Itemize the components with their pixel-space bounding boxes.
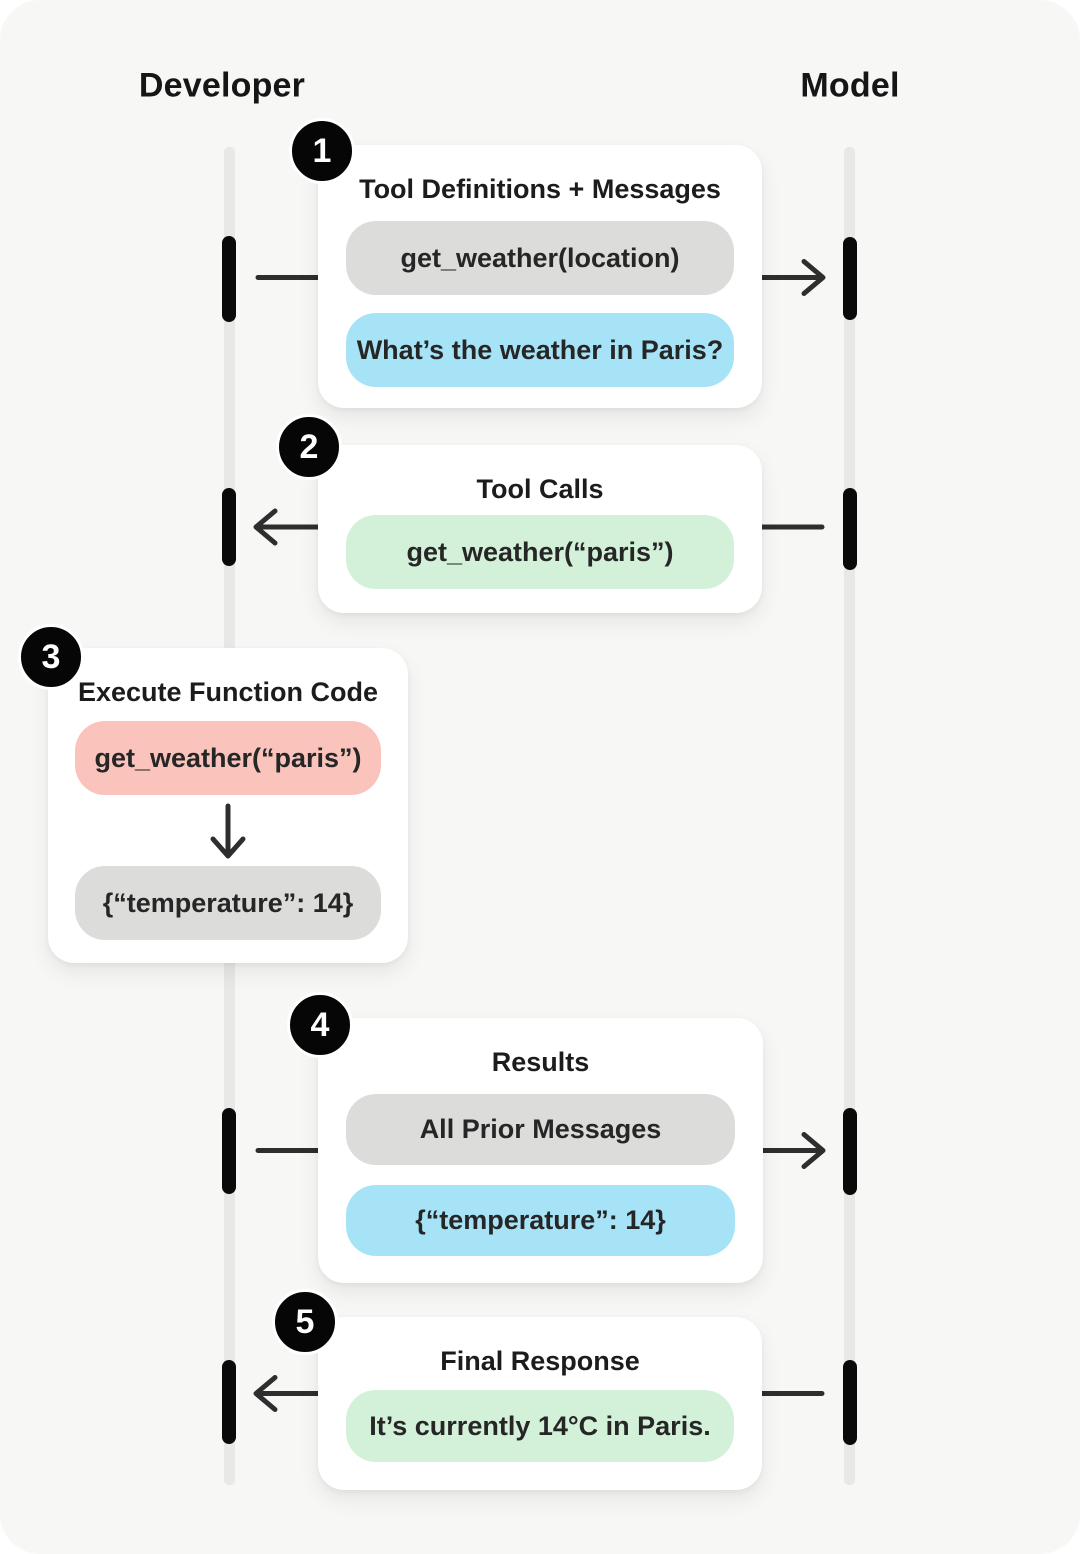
developer-activation-bar-step1 [222,236,236,322]
step-card-tool-definitions: Tool Definitions + Messages get_weather(… [318,145,762,408]
step-title: Execute Function Code [77,677,379,707]
function-execution-pill: get_weather(“paris”) [75,721,381,795]
step-title: Tool Calls [476,474,604,504]
user-message-pill: What’s the weather in Paris? [346,313,734,387]
lane-label-model: Model [800,66,900,105]
step-number-badge-5: 5 [272,1289,338,1355]
step-card-execute-function: Execute Function Code get_weather(“paris… [48,648,408,963]
developer-activation-bar-step5 [222,1360,236,1444]
model-activation-bar-step1 [843,237,857,320]
step-card-final-response: Final Response It’s currently 14°C in Pa… [318,1317,762,1490]
step-number-badge-3: 3 [18,624,84,690]
model-lifeline [844,147,855,1485]
final-response-pill: It’s currently 14°C in Paris. [346,1390,734,1462]
tool-call-pill: get_weather(“paris”) [346,515,734,589]
developer-activation-bar-step4 [222,1108,236,1194]
step-title: Results [491,1047,590,1077]
step-card-results: Results All Prior Messages {“temperature… [318,1018,763,1283]
function-result-pill: {“temperature”: 14} [75,866,381,940]
result-message-pill: {“temperature”: 14} [346,1185,735,1256]
step-card-tool-calls: Tool Calls get_weather(“paris”) [318,445,762,613]
step-number-badge-2: 2 [276,414,342,480]
step-title: Final Response [440,1346,640,1376]
step-number-badge-1: 1 [289,118,355,184]
tool-definition-pill: get_weather(location) [346,221,734,295]
arrow-down-icon [210,803,246,859]
developer-activation-bar-step2 [222,488,236,566]
step-title: Tool Definitions + Messages [359,174,721,204]
model-activation-bar-step2 [843,488,857,570]
model-activation-bar-step5 [843,1360,857,1445]
model-activation-bar-step4 [843,1108,857,1195]
step-number-badge-4: 4 [287,992,353,1058]
prior-messages-pill: All Prior Messages [346,1094,735,1165]
lane-label-developer: Developer [138,66,306,105]
